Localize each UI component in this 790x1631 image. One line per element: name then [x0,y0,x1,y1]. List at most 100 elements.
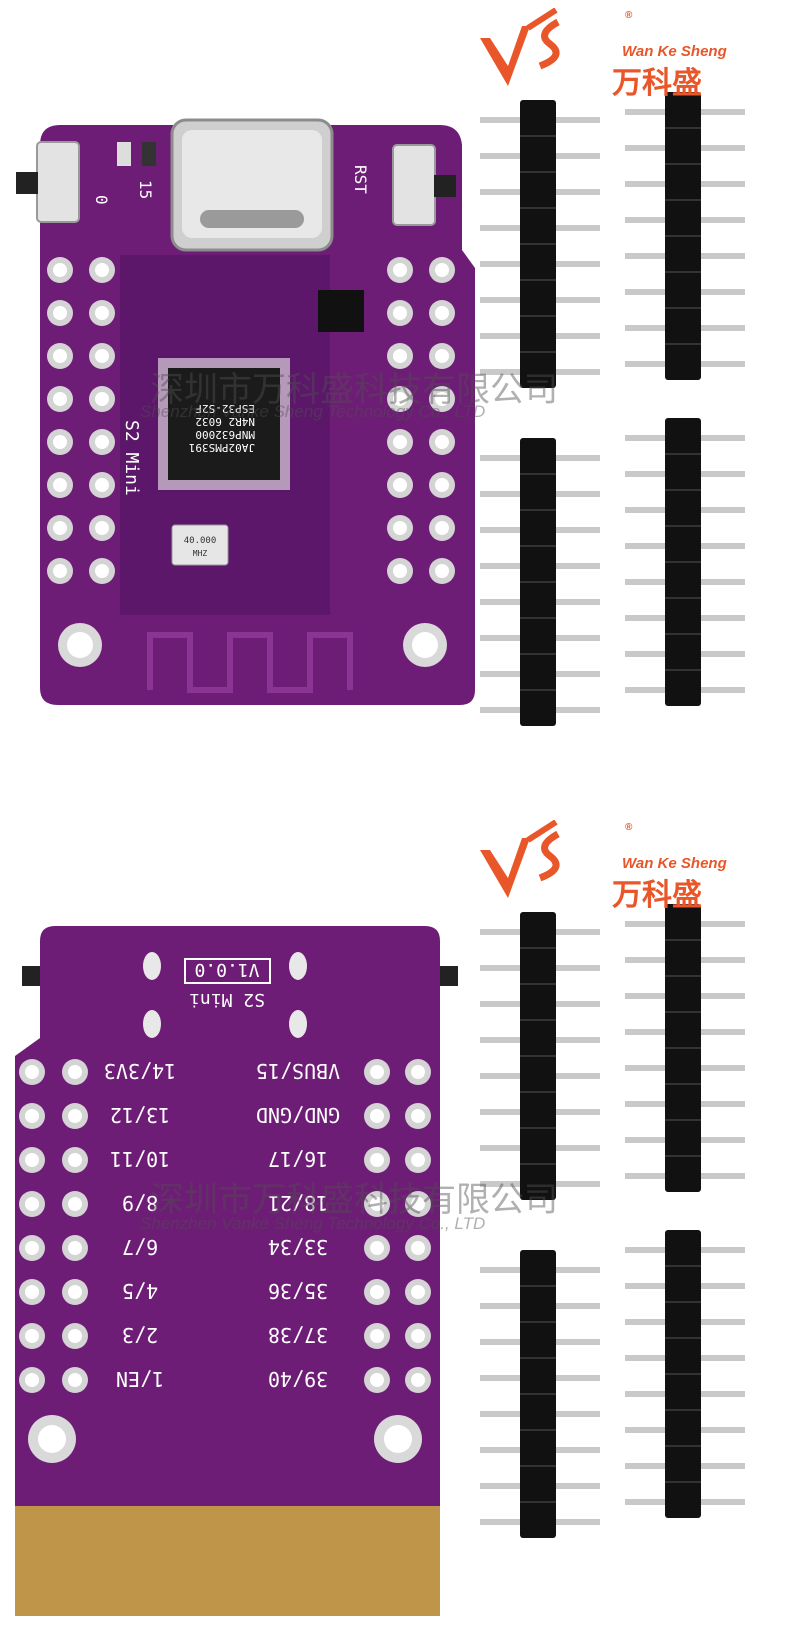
header-pin [701,1319,745,1325]
header-pin [625,325,665,331]
header-pin [556,563,600,569]
header-pin [701,615,745,621]
crystal-oscillator: 40.000 MHZ [171,524,229,566]
header-pin [480,527,520,533]
header-pin [625,1065,665,1071]
pin-hole-center [435,263,449,277]
header-pin [625,289,665,295]
header-pin [556,225,600,231]
pin-labels: 14/3V313/1210/118/96/74/52/31/ENVBUS/15G… [104,1059,340,1391]
pin-hole-center [393,521,407,535]
header-pin [701,1247,745,1253]
pin-label-right: 35/36 [268,1279,328,1303]
header-pin [701,325,745,331]
pin-hole-center [68,1197,82,1211]
pcb-back [15,926,458,1616]
header-pin [625,1391,665,1397]
header-pin [701,1173,745,1179]
header-pin [556,333,600,339]
header-pin [480,965,520,971]
chip-line-2: N4R2 6032 [195,415,255,428]
pin-hole-center [68,1065,82,1079]
pin-hole-center [435,306,449,320]
header-pin [701,957,745,963]
voltage-regulator [318,290,364,332]
header-pin [480,1519,520,1525]
header-pin [480,1109,520,1115]
header-pin [625,579,665,585]
pin-hole-center [370,1373,384,1387]
pin-hole-center [435,564,449,578]
header-pin [480,117,520,123]
header-pin [556,189,600,195]
pin-hole-center [370,1241,384,1255]
pin-hole-center [53,435,67,449]
pin-label-left: 4/5 [122,1279,158,1303]
header-pin [556,1447,600,1453]
pin-hole-center [435,478,449,492]
header-pin [556,1303,600,1309]
header-pin [701,1391,745,1397]
header-pin [556,599,600,605]
header-pin [625,145,665,151]
header-pin [625,253,665,259]
model-label-back: S2 Mini [189,989,265,1010]
header-pin [480,707,520,713]
header-pin [701,217,745,223]
header-pin [625,471,665,477]
header-pin [480,1375,520,1381]
header-pin [701,145,745,151]
header-pin [701,1065,745,1071]
pin-hole-center [95,306,109,320]
header-pin [701,1029,745,1035]
pin-hole-center [53,392,67,406]
brand-name-cn: 万科盛 [612,67,702,100]
chip-line-4: JA02PMS391 [189,441,255,454]
header-pin [556,635,600,641]
pin-hole-center [435,349,449,363]
pin-headers-back [480,904,745,1538]
bottom-board-illustration: V1.0.0 S2 Mini 14/3V313/1210/118/96/74/5… [15,904,745,1616]
pin-hole-center [393,435,407,449]
pin-hole-center [393,564,407,578]
pin-hole-center [393,478,407,492]
header-pin [556,455,600,461]
pin-hole-center [411,1285,425,1299]
header-pin [701,921,745,927]
header-pin [480,1001,520,1007]
model-label: S2 Mini [121,420,142,496]
header-pin [480,333,520,339]
pin-hole-center [435,435,449,449]
brand-name-cn: 万科盛 [612,879,702,912]
pin-hole-center [411,1109,425,1123]
header-pin [625,1427,665,1433]
pin-headers [480,92,745,726]
header-pin [625,921,665,927]
header-pin [625,543,665,549]
header-pin [625,687,665,693]
header-pin [480,455,520,461]
pin-hole-center [411,1329,425,1343]
pin-hole-center [53,521,67,535]
header-pin [480,1073,520,1079]
header-pin [701,1355,745,1361]
brand-name-en: Wan Ke Sheng [622,43,727,60]
pin-hole-center [25,1241,39,1255]
header-pin [480,261,520,267]
pin-hole-center [411,1197,425,1211]
header-pin [556,1001,600,1007]
pin-label-left: 13/12 [110,1103,170,1127]
pin-label-right: GND/GND [256,1103,340,1127]
crystal-unit: MHZ [193,549,208,558]
header-pin [701,471,745,477]
svg-text:ESP32-S2F N4R2 6032: ESP32-S2F N4R2 6032 MNP632000 JA02PMS391 [189,402,255,454]
header-pin [625,1319,665,1325]
header-pin [480,671,520,677]
header-pin [556,1483,600,1489]
chip-line-3: MNP632000 [195,428,255,441]
header-pin [556,153,600,159]
header-pin [556,1411,600,1417]
pin-hole-center [370,1197,384,1211]
pin-hole-center [370,1329,384,1343]
header-pin [480,635,520,641]
